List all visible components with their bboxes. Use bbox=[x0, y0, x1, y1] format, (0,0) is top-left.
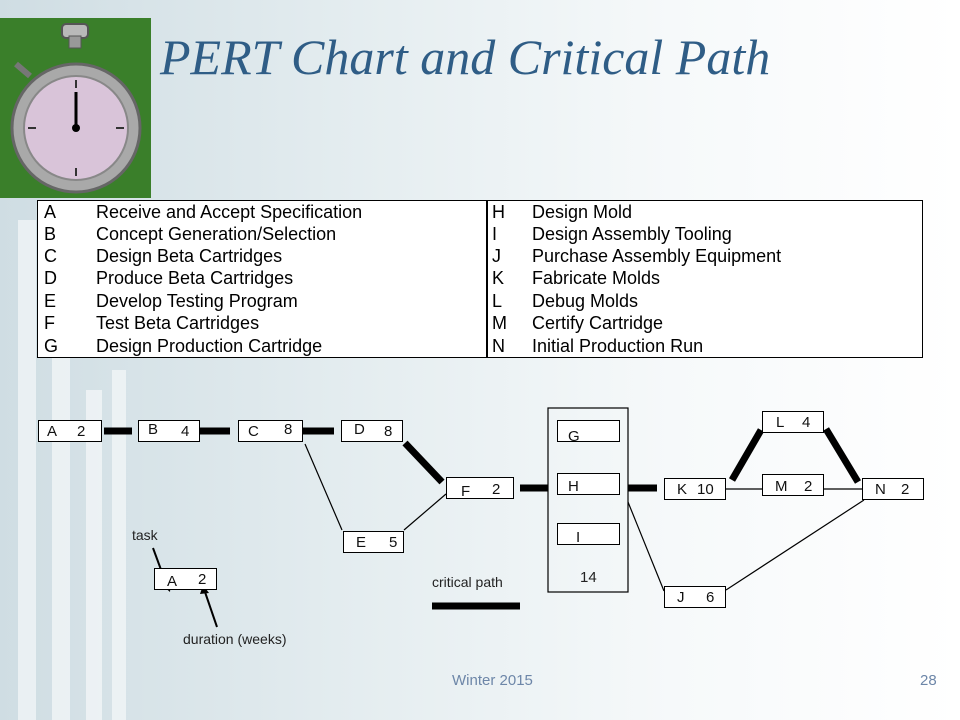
edge-group-j bbox=[627, 501, 665, 592]
page-number: 28 bbox=[920, 672, 937, 689]
duration-key-label: duration (weeks) bbox=[183, 631, 287, 647]
node-i: I bbox=[557, 523, 620, 546]
ghi-duration: 14 bbox=[580, 569, 597, 586]
legend-divider bbox=[486, 201, 488, 357]
task-key-label: task bbox=[132, 527, 158, 543]
critical-edge-d-f bbox=[402, 440, 445, 485]
critical-path-key-label: critical path bbox=[432, 574, 503, 590]
stopwatch-logo bbox=[0, 18, 151, 198]
edge-j-n bbox=[725, 499, 865, 591]
critical-edge-k-l bbox=[728, 428, 765, 482]
slide-title: PERT Chart and Critical Path bbox=[160, 29, 771, 85]
stopwatch-icon bbox=[10, 23, 142, 194]
node-h: H bbox=[557, 473, 620, 495]
edge-c-e bbox=[304, 443, 343, 531]
duration-pointer-arrow bbox=[204, 591, 218, 628]
footer-date: Winter 2015 bbox=[452, 672, 533, 689]
critical-edge-l-n bbox=[823, 427, 861, 484]
ghi-group-box bbox=[547, 407, 629, 593]
edge-e-f bbox=[403, 493, 447, 531]
node-g: G bbox=[557, 420, 620, 445]
